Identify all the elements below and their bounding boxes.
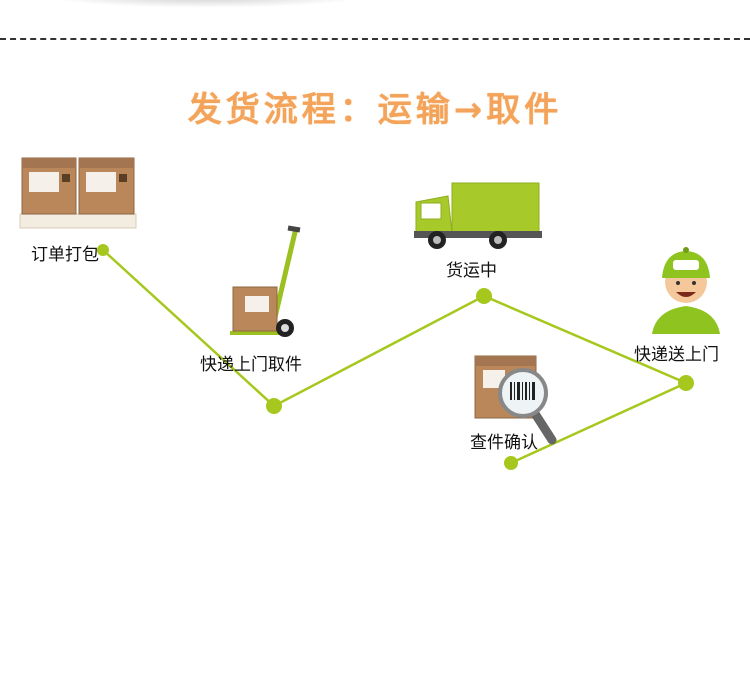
truck-icon [414, 182, 542, 249]
path-node-deliver [678, 375, 694, 391]
boxes-on-pallet-icon [19, 157, 137, 229]
path-node-pack [97, 244, 109, 256]
step-label-deliver: 快递送上门 [634, 345, 719, 365]
page-title: 发货流程：运输→取件 [187, 90, 563, 130]
step-label-transit: 货运中 [446, 261, 497, 281]
path-node-verify [504, 456, 518, 470]
path-node-pickup [266, 398, 282, 414]
step-label-verify: 查件确认 [470, 433, 538, 453]
dashed-divider [0, 38, 750, 40]
process-path [102, 249, 690, 465]
path-node-transit [476, 288, 492, 304]
step-label-pack: 订单打包 [31, 245, 99, 265]
hand-truck-icon [230, 225, 301, 337]
courier-icon [652, 247, 720, 334]
barcode-magnifier-icon [474, 355, 557, 445]
step-label-pickup: 快递上门取件 [200, 355, 302, 375]
top-shadow [40, 0, 370, 8]
